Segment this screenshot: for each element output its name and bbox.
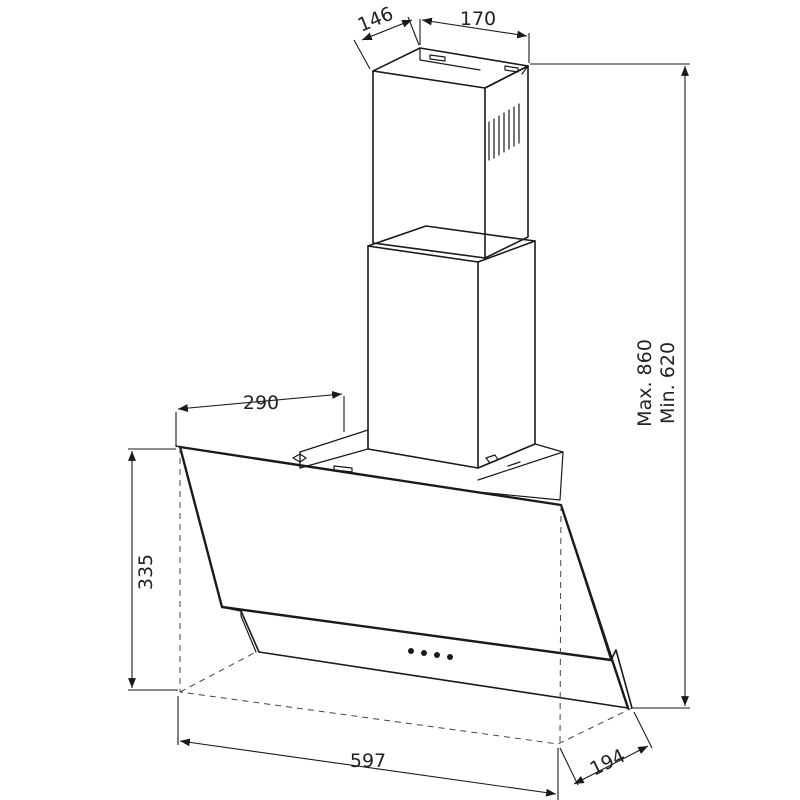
dim-total-height — [530, 63, 690, 709]
dim-hood-height — [128, 448, 178, 691]
dim-hood-depth-bottom — [559, 711, 653, 786]
hood-lower-body — [221, 606, 629, 709]
label-height-min: Min. 620 — [657, 342, 679, 424]
label-hood-depth-bottom: 194 — [587, 745, 629, 781]
mounting-bracket — [292, 429, 564, 501]
dim-chimney-width — [419, 17, 530, 63]
vent-slots-icon — [488, 103, 520, 161]
dim-hood-depth-top — [175, 390, 345, 446]
projection-lines — [179, 447, 633, 745]
dim-chimney-depth — [353, 16, 420, 70]
label-hood-depth-top: 290 — [243, 392, 279, 414]
label-hood-height: 335 — [135, 554, 157, 590]
dim-hood-width — [177, 696, 559, 800]
glass-panel — [175, 445, 633, 710]
chimney-upper — [372, 47, 529, 259]
control-buttons-icon — [408, 648, 453, 660]
label-height-max: Max. 860 — [634, 339, 656, 427]
label-chimney-depth: 146 — [355, 3, 397, 37]
label-hood-width: 597 — [350, 750, 386, 772]
chimney-lower — [367, 225, 536, 469]
label-chimney-width: 170 — [460, 8, 496, 30]
